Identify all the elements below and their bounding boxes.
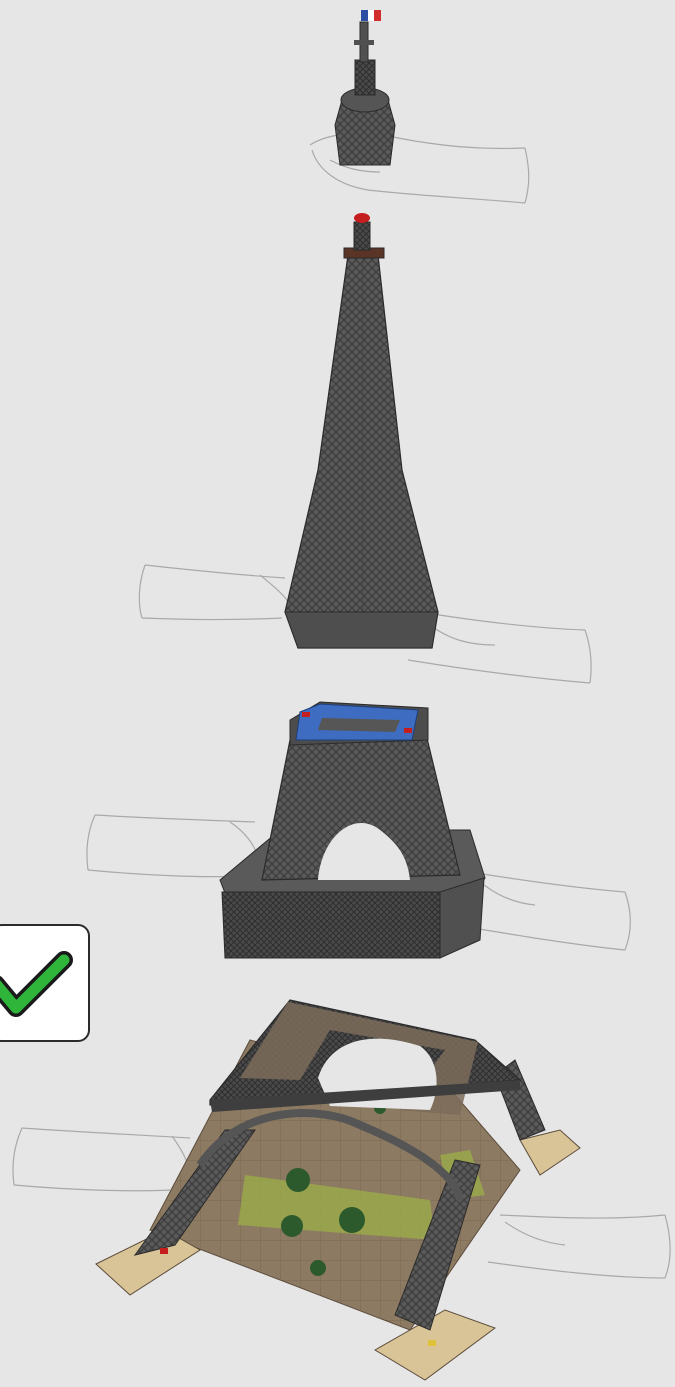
middle-section-stage bbox=[87, 702, 630, 958]
hand-icon bbox=[13, 1128, 190, 1191]
check-icon bbox=[0, 926, 92, 1044]
hand-icon bbox=[488, 1215, 670, 1278]
spire-model bbox=[285, 213, 438, 648]
middle-section-model bbox=[220, 702, 485, 958]
french-flag-icon bbox=[361, 10, 381, 21]
flag-spire-model bbox=[335, 10, 395, 165]
hand-icon bbox=[87, 815, 258, 877]
upper-spire-stage bbox=[139, 213, 591, 683]
step-complete-badge bbox=[0, 924, 90, 1042]
base-model bbox=[96, 1000, 580, 1385]
base-section-stage bbox=[13, 1000, 670, 1385]
hand-icon bbox=[139, 565, 290, 620]
flag-top-stage bbox=[310, 10, 529, 203]
